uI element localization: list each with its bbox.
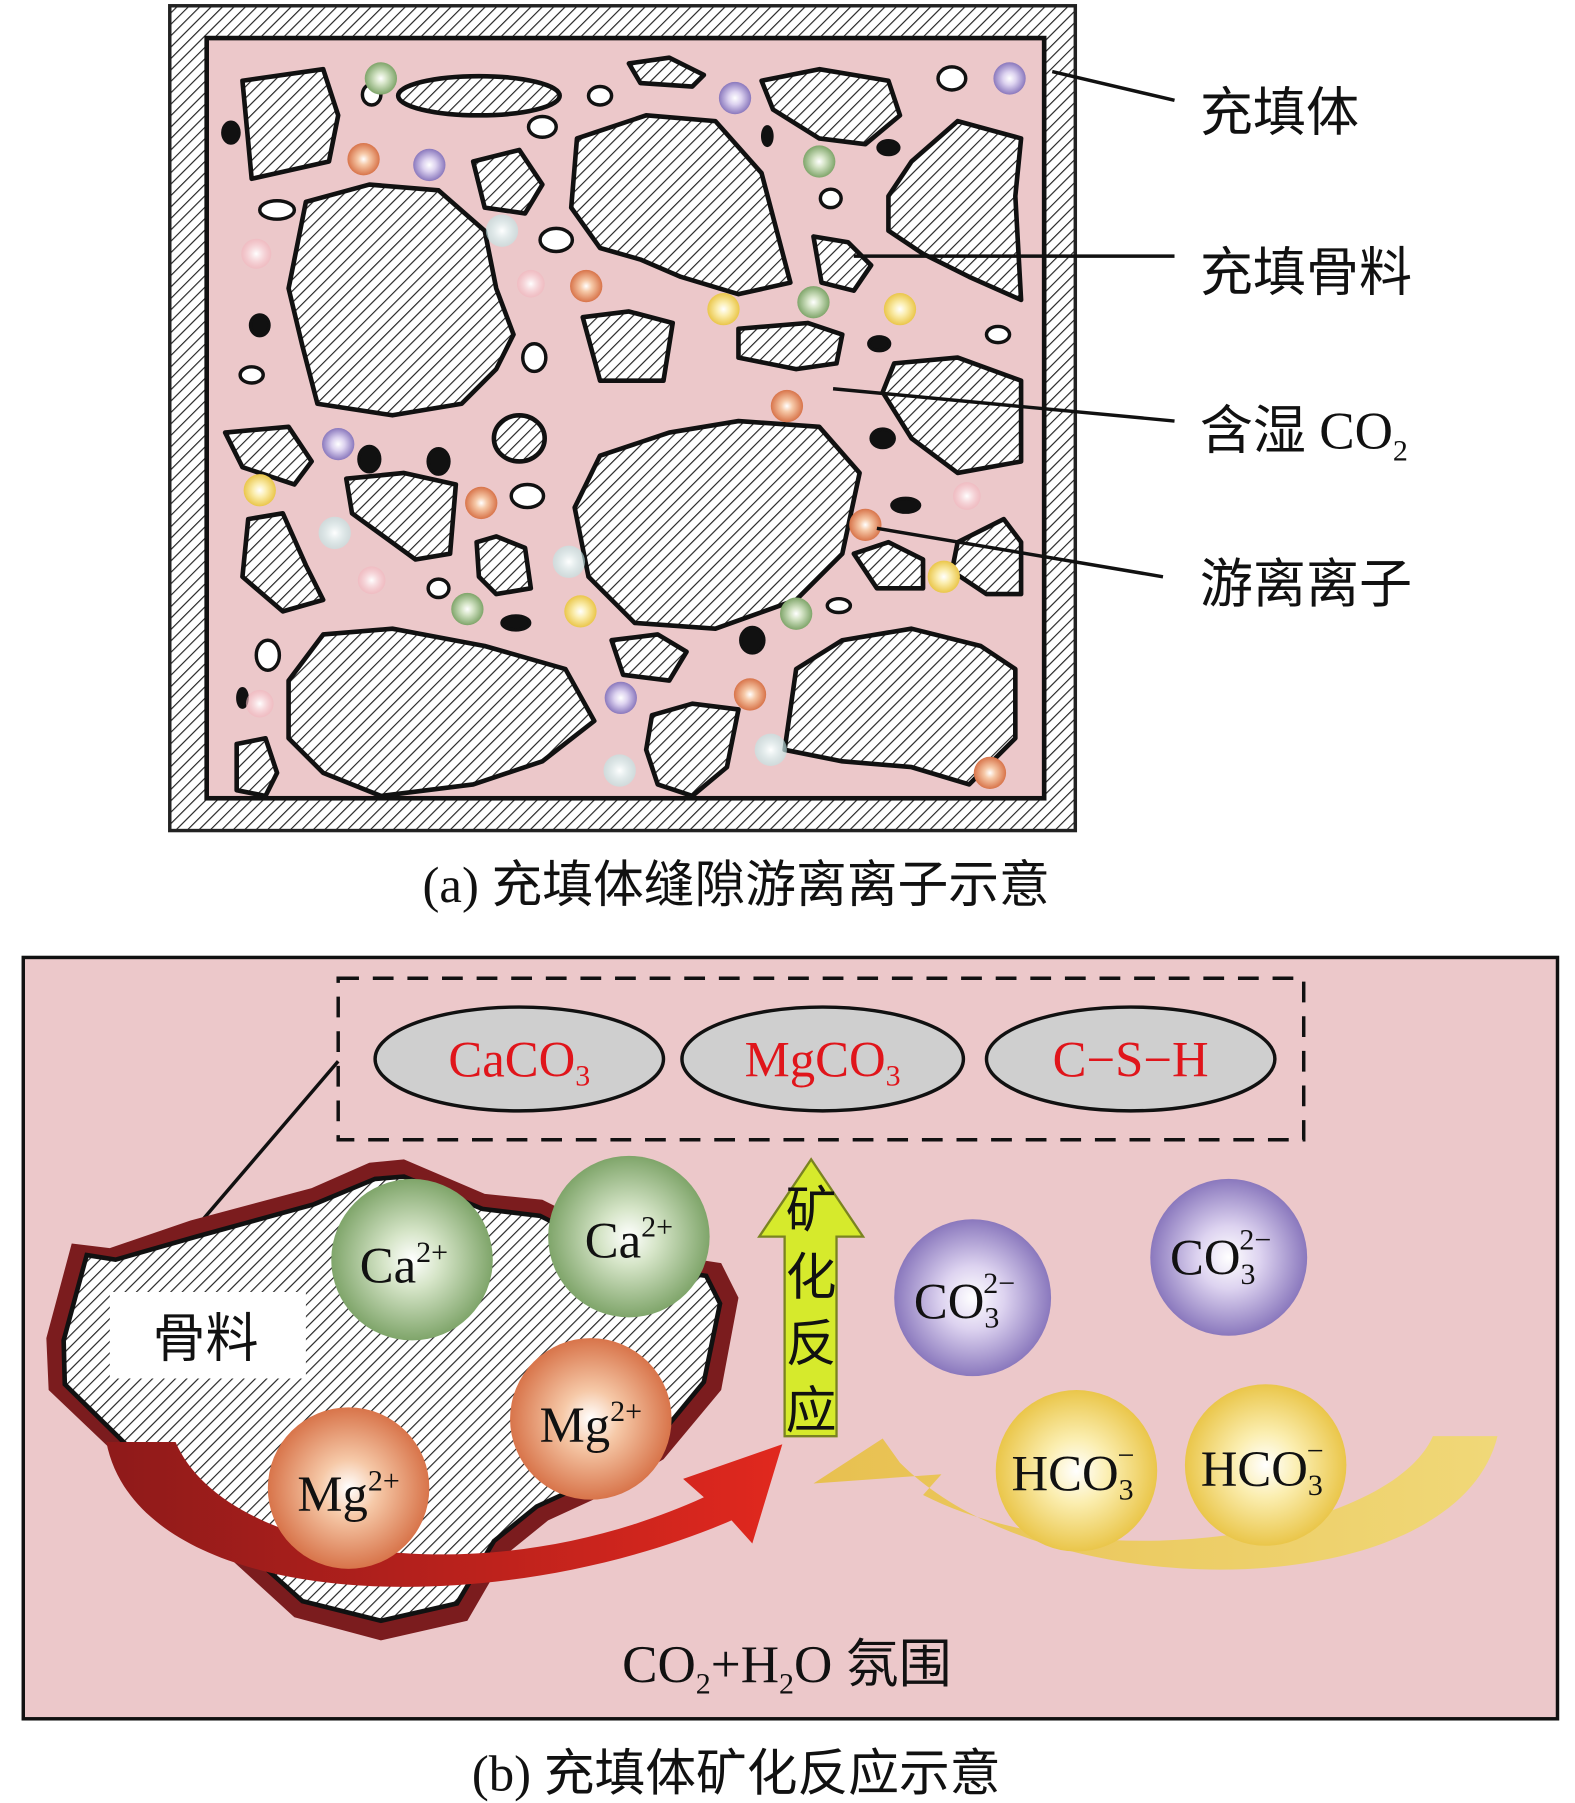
- aggregate-particle: [343, 470, 459, 562]
- caption-a: (a) 充填体缝隙游离离子示意: [423, 857, 1050, 913]
- aggregate-particle: [491, 412, 547, 464]
- svg-text:CaCO3: CaCO3: [448, 1031, 590, 1092]
- aggregate-particle: [234, 735, 280, 799]
- aggregate-particle: [626, 55, 707, 89]
- label-moist-co2: 含湿 CO2: [1200, 403, 1408, 468]
- reaction-char: 应: [786, 1383, 837, 1439]
- reaction-char: 化: [786, 1249, 837, 1305]
- aggregate-particle: [395, 73, 562, 118]
- ion-mg-2: Mg2+: [267, 1407, 430, 1569]
- ion-ca-1: Ca2+: [331, 1178, 493, 1341]
- svg-text:HCO3−: HCO3−: [1012, 1439, 1135, 1507]
- reaction-char: 反: [786, 1316, 837, 1372]
- label-backfill-aggregate: 充填骨料: [1200, 245, 1412, 303]
- product-csh: C−S−H: [984, 1005, 1277, 1113]
- aggregate-particle: [880, 355, 1024, 476]
- aggregate-particle: [736, 320, 845, 372]
- svg-text:CO32−: CO32−: [914, 1267, 1015, 1335]
- red-migration-arrow: [106, 1441, 783, 1587]
- aggregate-particle: [240, 511, 326, 614]
- label-backfill: 充填体: [1200, 84, 1359, 142]
- reaction-char: 矿: [786, 1182, 837, 1238]
- caption-b: (b) 充填体矿化反应示意: [472, 1745, 1001, 1801]
- ion-co3-2: CO32−: [1150, 1178, 1308, 1336]
- aggregate-label-box: [109, 1291, 306, 1379]
- svg-text:Mg2+: Mg2+: [297, 1464, 399, 1522]
- aggregate-particle: [222, 424, 314, 487]
- aggregate-particle: [568, 113, 793, 297]
- leader-lines: [832, 69, 1175, 579]
- aggregate-particle: [851, 539, 926, 591]
- pores: [221, 65, 1012, 709]
- label-free-ions: 游离离子: [1200, 556, 1412, 614]
- aggregate-label: 骨料: [152, 1311, 258, 1369]
- yellow-migration-arrow: [813, 1436, 1498, 1570]
- aggregate-particle: [286, 182, 516, 418]
- aggregate-particle: [643, 701, 741, 799]
- svg-text:MgCO3: MgCO3: [745, 1031, 901, 1092]
- ion-hco3-2: HCO3−: [1184, 1384, 1347, 1546]
- panel-a: 充填体 充填骨料 含湿 CO2 游离离子 (a) 充填体缝隙游离离子示意: [168, 4, 1412, 913]
- svg-text:C−S−H: C−S−H: [1053, 1031, 1209, 1087]
- free-ions: [241, 62, 1026, 790]
- atmosphere-label: CO2+H2O 氛围: [622, 1636, 952, 1701]
- ion-mg-1: Mg2+: [510, 1338, 672, 1500]
- aggregate-particle: [811, 234, 874, 294]
- products-box: [336, 976, 1306, 1142]
- aggregate-particle: [572, 418, 862, 631]
- ion-co3-1: CO32−: [894, 1219, 1052, 1377]
- panel-b: CaCO3 MgCO3 C−S−H 骨料 矿 化 反 应 Ca2+: [21, 955, 1560, 1801]
- ion-ca-2: Ca2+: [548, 1155, 710, 1318]
- aggregate-particle: [286, 626, 597, 799]
- product-mgco3: MgCO3: [680, 1005, 966, 1113]
- mineralization-arrow: 矿 化 反 应: [757, 1157, 866, 1439]
- aggregate-particle: [759, 66, 903, 147]
- svg-text:Mg2+: Mg2+: [540, 1395, 642, 1453]
- aggregate-particle: [240, 66, 341, 182]
- aggregate-particle: [609, 632, 689, 683]
- svg-text:CO32−: CO32−: [1170, 1223, 1271, 1291]
- aggregate-particle: [782, 626, 1018, 787]
- aggregate-leader-line: [186, 1060, 340, 1238]
- aggregate-particle: [580, 309, 676, 383]
- aggregate-particles: [222, 55, 1024, 799]
- aggregate-particle: [474, 534, 534, 597]
- svg-text:HCO3−: HCO3−: [1201, 1434, 1324, 1502]
- ion-hco3-1: HCO3−: [995, 1390, 1158, 1552]
- product-caco3: CaCO3: [373, 1005, 666, 1113]
- aggregate-particle: [470, 147, 545, 216]
- svg-text:Ca2+: Ca2+: [360, 1236, 448, 1294]
- svg-text:Ca2+: Ca2+: [585, 1211, 673, 1269]
